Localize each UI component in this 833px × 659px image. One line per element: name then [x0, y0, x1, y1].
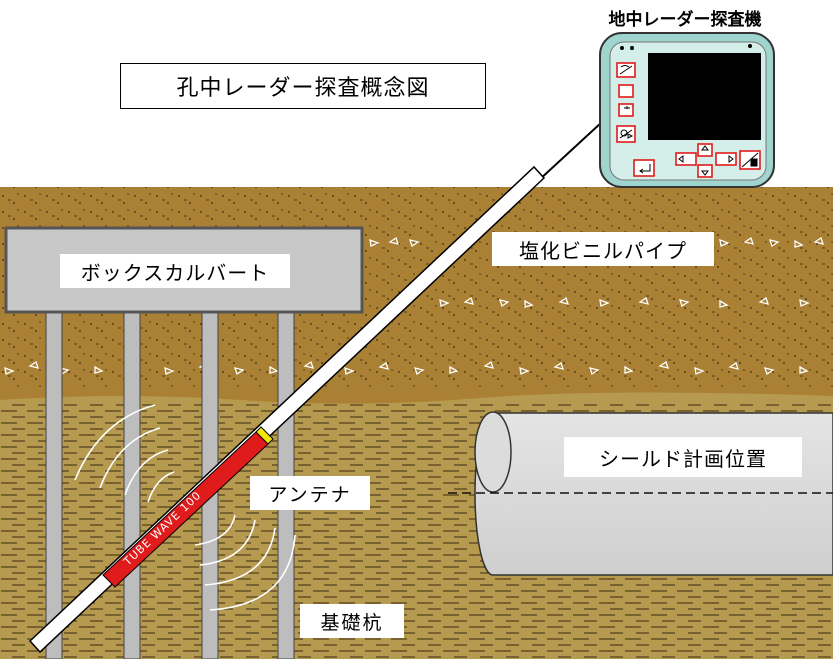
pile [45, 311, 63, 659]
gravel-band-lower [4, 360, 809, 376]
gravel-band-upper [369, 236, 824, 308]
device-screen [648, 53, 761, 140]
radar-waves [74, 404, 296, 611]
button-save [618, 103, 634, 117]
radar-device [599, 32, 775, 188]
button-left [675, 152, 697, 166]
pvc-pipe: TUBE WAVE 100 [28, 165, 546, 654]
button-right [715, 152, 737, 166]
button-enter [633, 159, 655, 177]
page-title: 孔中レーダー探査概念図 [120, 63, 486, 109]
antenna-tip [255, 426, 274, 445]
shield-position-label: シールド計画位置 [564, 437, 802, 477]
pvc-pipe-label: 塩化ビニルパイプ [492, 232, 714, 266]
foundation-pile-label: 基礎杭 [300, 604, 404, 638]
device-label: 地中レーダー探査機 [608, 9, 762, 30]
device-button-icons [619, 65, 759, 176]
pile [123, 311, 141, 659]
shield-tunnel-face [474, 411, 512, 493]
antenna-label: アンテナ [250, 476, 370, 510]
button-blank [618, 84, 634, 98]
box-culvert-label: ボックスカルバート [60, 254, 290, 288]
